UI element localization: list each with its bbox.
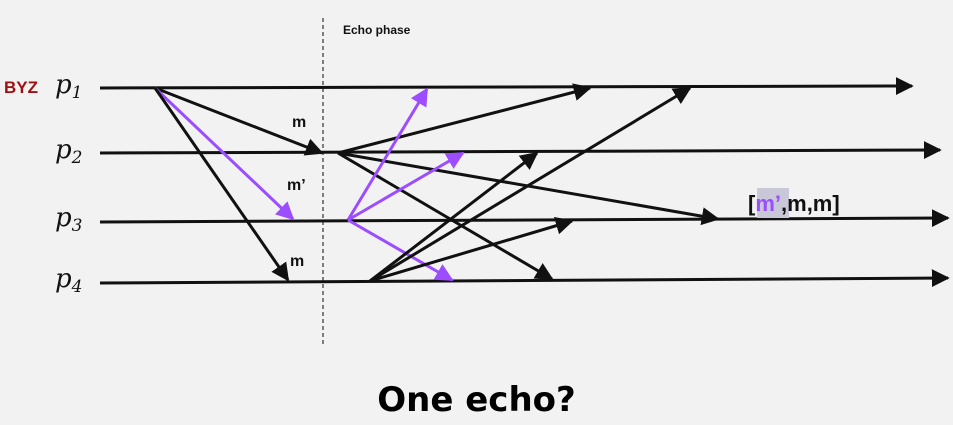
echo-p2-to-p4 — [337, 151, 554, 281]
msg-label-p4: m — [290, 253, 304, 270]
msg-p1-to-p4 — [153, 87, 290, 282]
timeline-p4 — [99, 269, 950, 288]
process-label-p2: p2 — [55, 135, 82, 168]
echo-phase-label: Echo phase — [343, 23, 411, 37]
msg-p1-to-p3 — [153, 86, 295, 221]
timeline-p2 — [99, 141, 942, 160]
echo-p2-to-p1 — [337, 83, 592, 155]
byzantine-tag: BYZ — [4, 78, 38, 97]
echo-p3-to-p2 — [347, 151, 465, 222]
question-heading: One echo? — [377, 380, 576, 420]
tuple-highlight — [757, 188, 789, 218]
echo-p3-to-p4 — [347, 218, 454, 282]
process-label-p4: p4 — [55, 264, 82, 297]
msg-label-p3: m’ — [287, 177, 306, 194]
msg-label-p2: m — [292, 114, 306, 131]
echo-p4-to-p1 — [369, 86, 692, 283]
process-label-p3: p3 — [55, 203, 82, 236]
received-tuple: [m’,m,m] — [748, 191, 840, 216]
timeline-p1 — [99, 77, 914, 96]
msg-p1-to-p2 — [154, 86, 324, 156]
process-label-p1: p1 — [55, 70, 82, 103]
echo-p4-to-p3 — [369, 216, 574, 283]
echo-p3-to-p1 — [346, 87, 429, 221]
echo-p4-to-p2 — [369, 151, 539, 283]
timeline-p3 — [99, 209, 950, 228]
